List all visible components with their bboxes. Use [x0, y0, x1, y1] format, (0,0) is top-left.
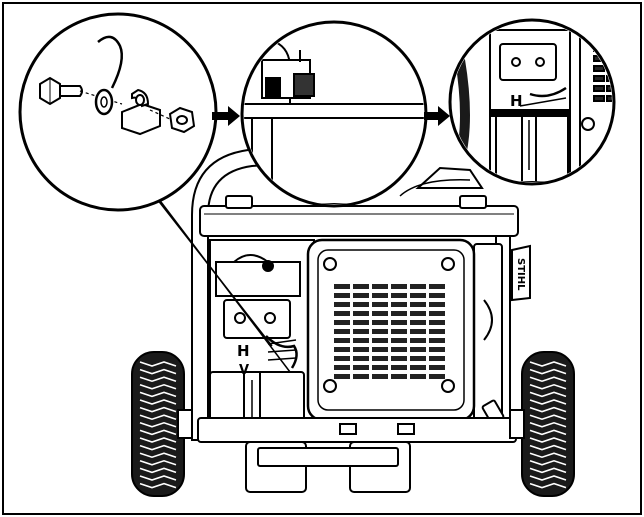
detail-circle-hardware	[18, 12, 218, 212]
vent-grille	[334, 284, 445, 379]
wheel-left	[131, 351, 185, 497]
bolt-icon	[39, 76, 83, 106]
brand-tab	[511, 244, 531, 302]
ground-wire-detail	[529, 86, 567, 98]
generator	[191, 144, 531, 441]
grounding-bracket	[223, 299, 291, 339]
top-crossbar	[199, 205, 519, 237]
nut-installed-icon	[293, 73, 315, 97]
panel-screw-tr	[441, 257, 455, 271]
bracket-icon	[121, 88, 161, 136]
panel-screw-br	[441, 379, 455, 393]
terminal-label-detail: H	[510, 92, 523, 110]
nut-icon	[168, 106, 196, 134]
wheel-right	[521, 351, 575, 497]
right-arrow-icon	[212, 106, 240, 126]
brand-label-side: STIHL	[515, 258, 526, 291]
callout-leader-2	[157, 197, 291, 373]
detail-circle-result: H	[448, 18, 616, 186]
terminal-label-main-top: H	[237, 342, 250, 360]
cable-icon	[97, 35, 123, 89]
panel-screw-tl	[323, 257, 337, 271]
terminal-label-main-bottom: V	[239, 363, 249, 378]
control-panel	[306, 238, 476, 422]
panel-screw-bl	[323, 379, 337, 393]
base	[197, 417, 517, 493]
right-arrow-icon	[424, 106, 450, 126]
